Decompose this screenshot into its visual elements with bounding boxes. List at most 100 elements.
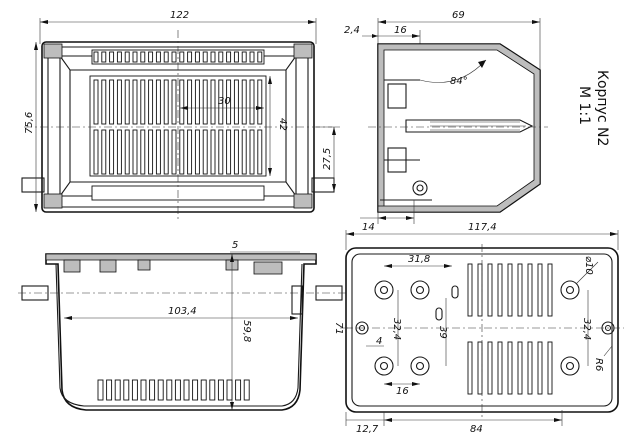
dim-bottom-side-offset: 71 xyxy=(333,322,344,335)
dim-bottom-width: 117,4 xyxy=(468,222,497,233)
vent-slot xyxy=(210,51,216,63)
vent-slot xyxy=(179,51,185,63)
vent-slot xyxy=(101,79,107,125)
vent-slot xyxy=(140,379,147,401)
dim-bottom-small: 4 xyxy=(376,336,382,347)
vent-slot xyxy=(226,129,232,175)
vent-slot xyxy=(93,51,99,63)
vent-slot xyxy=(249,129,255,175)
vent-slot xyxy=(467,341,473,395)
vent-slot xyxy=(537,263,543,317)
dim-bottom-hole-pitch: 16 xyxy=(396,386,409,397)
vent-slot xyxy=(202,51,208,63)
vent-slot xyxy=(218,129,224,175)
vent-slot xyxy=(101,51,107,63)
dim-front-rim: 5 xyxy=(232,240,238,251)
vent-slot xyxy=(155,129,161,175)
vent-slot xyxy=(155,79,161,125)
drawing-scale: M 1:1 xyxy=(576,86,592,125)
vent-slot xyxy=(209,379,216,401)
dim-side-tab: 14 xyxy=(362,222,375,233)
vent-slot xyxy=(148,129,154,175)
vent-slot xyxy=(257,51,263,63)
dim-side-wall: 2,4 xyxy=(344,25,360,36)
vent-slot xyxy=(116,79,122,125)
vent-slot xyxy=(202,129,208,175)
vent-slot xyxy=(166,379,173,401)
dim-top-width: 122 xyxy=(170,10,189,21)
vent-slot xyxy=(226,79,232,125)
dim-bottom-base-span: 84 xyxy=(470,424,483,435)
vent-slot xyxy=(93,79,99,125)
vent-slot xyxy=(101,129,107,175)
vent-slot xyxy=(487,341,493,395)
vent-slot xyxy=(109,129,115,175)
dim-bottom-hole-dia: ⌀10 xyxy=(583,256,594,275)
vent-slot xyxy=(179,129,185,175)
vent-slot xyxy=(155,51,161,63)
drawing-title: Корпус N2 xyxy=(594,70,610,146)
vent-slot xyxy=(527,341,533,395)
dim-side-angle: 84° xyxy=(450,76,468,87)
vent-slot xyxy=(140,79,146,125)
vent-slot xyxy=(187,79,193,125)
vent-slot xyxy=(217,379,224,401)
dim-top-height: 75,6 xyxy=(24,112,35,134)
dim-bottom-hole-span: 31,8 xyxy=(408,254,430,265)
dim-bottom-hole-vertical: 32,4 xyxy=(391,318,402,340)
vent-slot xyxy=(249,51,255,63)
vent-slot xyxy=(187,129,193,175)
vent-slot xyxy=(109,51,115,63)
vent-slot xyxy=(497,341,503,395)
vent-slot xyxy=(140,51,146,63)
vent-slot xyxy=(148,51,154,63)
vent-slot xyxy=(200,379,207,401)
dim-side-width: 69 xyxy=(452,10,465,21)
vent-slot xyxy=(257,129,263,175)
vent-slot xyxy=(163,51,169,63)
vent-slot xyxy=(497,263,503,317)
vent-slot xyxy=(187,51,193,63)
vent-slot xyxy=(148,79,154,125)
vent-slot xyxy=(192,379,199,401)
vent-slot xyxy=(163,129,169,175)
dim-side-rim: 16 xyxy=(394,25,407,36)
vent-slot xyxy=(507,341,513,395)
dim-top-tab-height: 27,5 xyxy=(322,148,333,170)
bottom-view: 117,4 31,8 32,4 39 xyxy=(333,222,624,435)
vent-slot xyxy=(233,79,239,125)
vent-slot xyxy=(218,79,224,125)
vent-slot xyxy=(109,79,115,125)
vent-slot xyxy=(241,51,247,63)
vent-slot xyxy=(487,263,493,317)
vent-slot xyxy=(123,379,130,401)
vent-slot xyxy=(149,379,156,401)
vent-slot xyxy=(124,129,130,175)
vent-slot xyxy=(124,79,130,125)
vent-slot xyxy=(174,379,181,401)
vent-slot xyxy=(171,129,177,175)
vent-slot xyxy=(249,79,255,125)
vent-slot xyxy=(233,51,239,63)
vent-slot xyxy=(179,79,185,125)
mounting-holes xyxy=(355,280,615,376)
vent-slot xyxy=(507,263,513,317)
vent-slot xyxy=(131,379,138,401)
vent-slot xyxy=(241,79,247,125)
vent-slot xyxy=(132,51,138,63)
dim-top-slot-height: 42 xyxy=(277,118,288,131)
dim-top-slot-span: 30 xyxy=(218,96,231,107)
vent-slot xyxy=(202,79,208,125)
vent-slot xyxy=(547,341,553,395)
dim-bottom-hole-center: 39 xyxy=(437,326,448,339)
vent-slot xyxy=(517,341,523,395)
dim-bottom-left-offset: 12,7 xyxy=(356,424,379,435)
vent-slot xyxy=(218,51,224,63)
bottom-vents xyxy=(467,263,553,395)
vent-slot xyxy=(241,129,247,175)
vent-slot xyxy=(93,129,99,175)
vent-slot xyxy=(106,379,113,401)
vent-slot xyxy=(226,51,232,63)
vent-slot xyxy=(547,263,553,317)
vent-slot xyxy=(114,379,121,401)
